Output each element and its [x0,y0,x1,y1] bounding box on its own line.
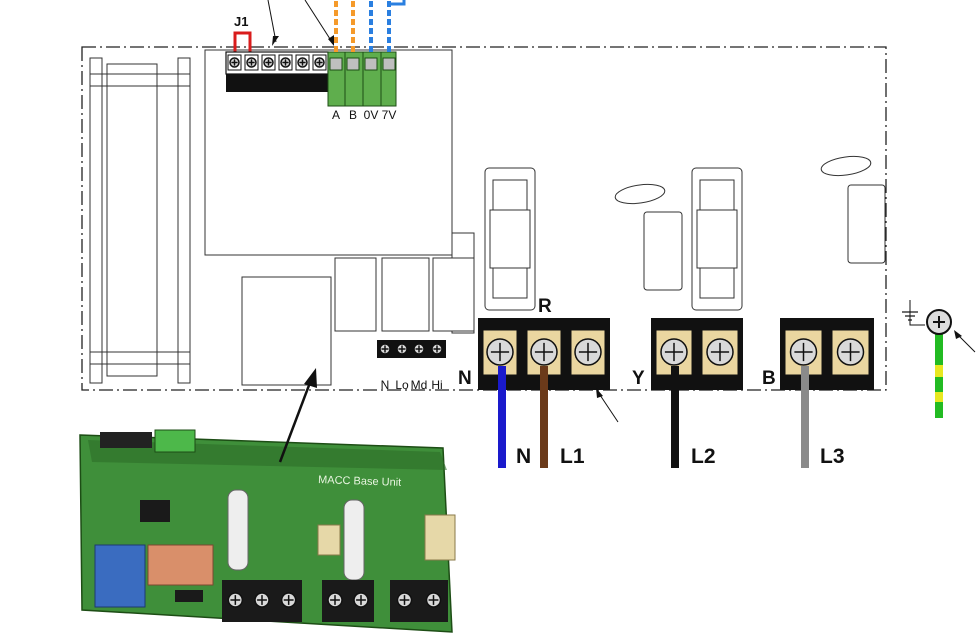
terminal-screw-icon [327,592,343,608]
speed-terminal-label: N [381,378,390,392]
heatsink-frame [89,57,191,384]
terminal-screw-icon [246,57,257,68]
mains-screw-icon [789,338,818,366]
neutral-label: N [458,368,472,389]
jumper-label: J1 [234,14,248,29]
bus-terminal-block [327,51,397,107]
terminal-screw-icon [314,57,325,68]
terminal-screw-icon [227,592,244,608]
board-label: MACC Base Unit [318,474,402,489]
jumper-link[interactable] [233,31,252,56]
speed-terminal-label: Md [411,378,428,392]
mains-screw-icon [706,338,734,366]
terminal-screw-icon [431,343,443,355]
speed-terminal-block [377,340,446,358]
terminal-screw-icon [396,343,408,355]
terminal-screw-icon [379,343,391,355]
bus-terminal-label: B [349,108,357,122]
speed-terminal-label: Hi [431,378,442,392]
terminal-screw-icon [413,343,425,355]
terminal-screw-icon [254,592,270,608]
terminal-screw-icon [280,57,291,68]
phase-label-b: B [762,368,776,389]
pointer-line [304,0,333,43]
terminal-screw-icon [396,592,413,608]
wire-label: L2 [691,445,716,468]
mains-terminal-blocks [478,318,874,390]
phase-label-r: R [538,296,552,317]
mains-screw-icon [486,338,514,366]
pointer-line [267,0,277,43]
terminal-screw-icon [263,57,274,68]
earth-connection [902,300,976,418]
black-terminal-block [225,51,329,92]
wire-label: L3 [820,445,845,468]
pointer-arrowhead [272,36,279,46]
bus-terminal-label: A [332,108,340,122]
bus-terminal-label: 7V [382,108,397,122]
mains-screw-icon [660,338,688,366]
phase-label-y: Y [632,368,645,389]
pointer-arrowhead [596,388,603,398]
photo-arrow [278,379,313,463]
supply-wires [498,366,809,468]
terminal-screw-icon [353,592,369,608]
wire-label: N [516,445,531,468]
base-unit-photo: MACC Base Unit [79,429,456,633]
photo-arrowhead [304,368,317,388]
speed-terminal-label: Lo [395,378,409,392]
relay-components [241,257,475,386]
mains-screw-icon [574,338,602,366]
terminal-screw-icon [229,57,240,68]
signal-wires [334,0,406,52]
pointer-arrowhead [328,35,334,46]
mains-screw-icon [836,338,865,366]
wire-label: L1 [560,445,585,468]
terminal-screw-icon [280,592,297,608]
mains-screw-icon [530,338,558,366]
terminal-screw-icon [425,592,442,608]
bus-terminal-label: 0V [364,108,379,122]
pointer-line [597,391,619,423]
terminal-screw-icon [297,57,308,68]
fuse-holders [484,155,886,311]
